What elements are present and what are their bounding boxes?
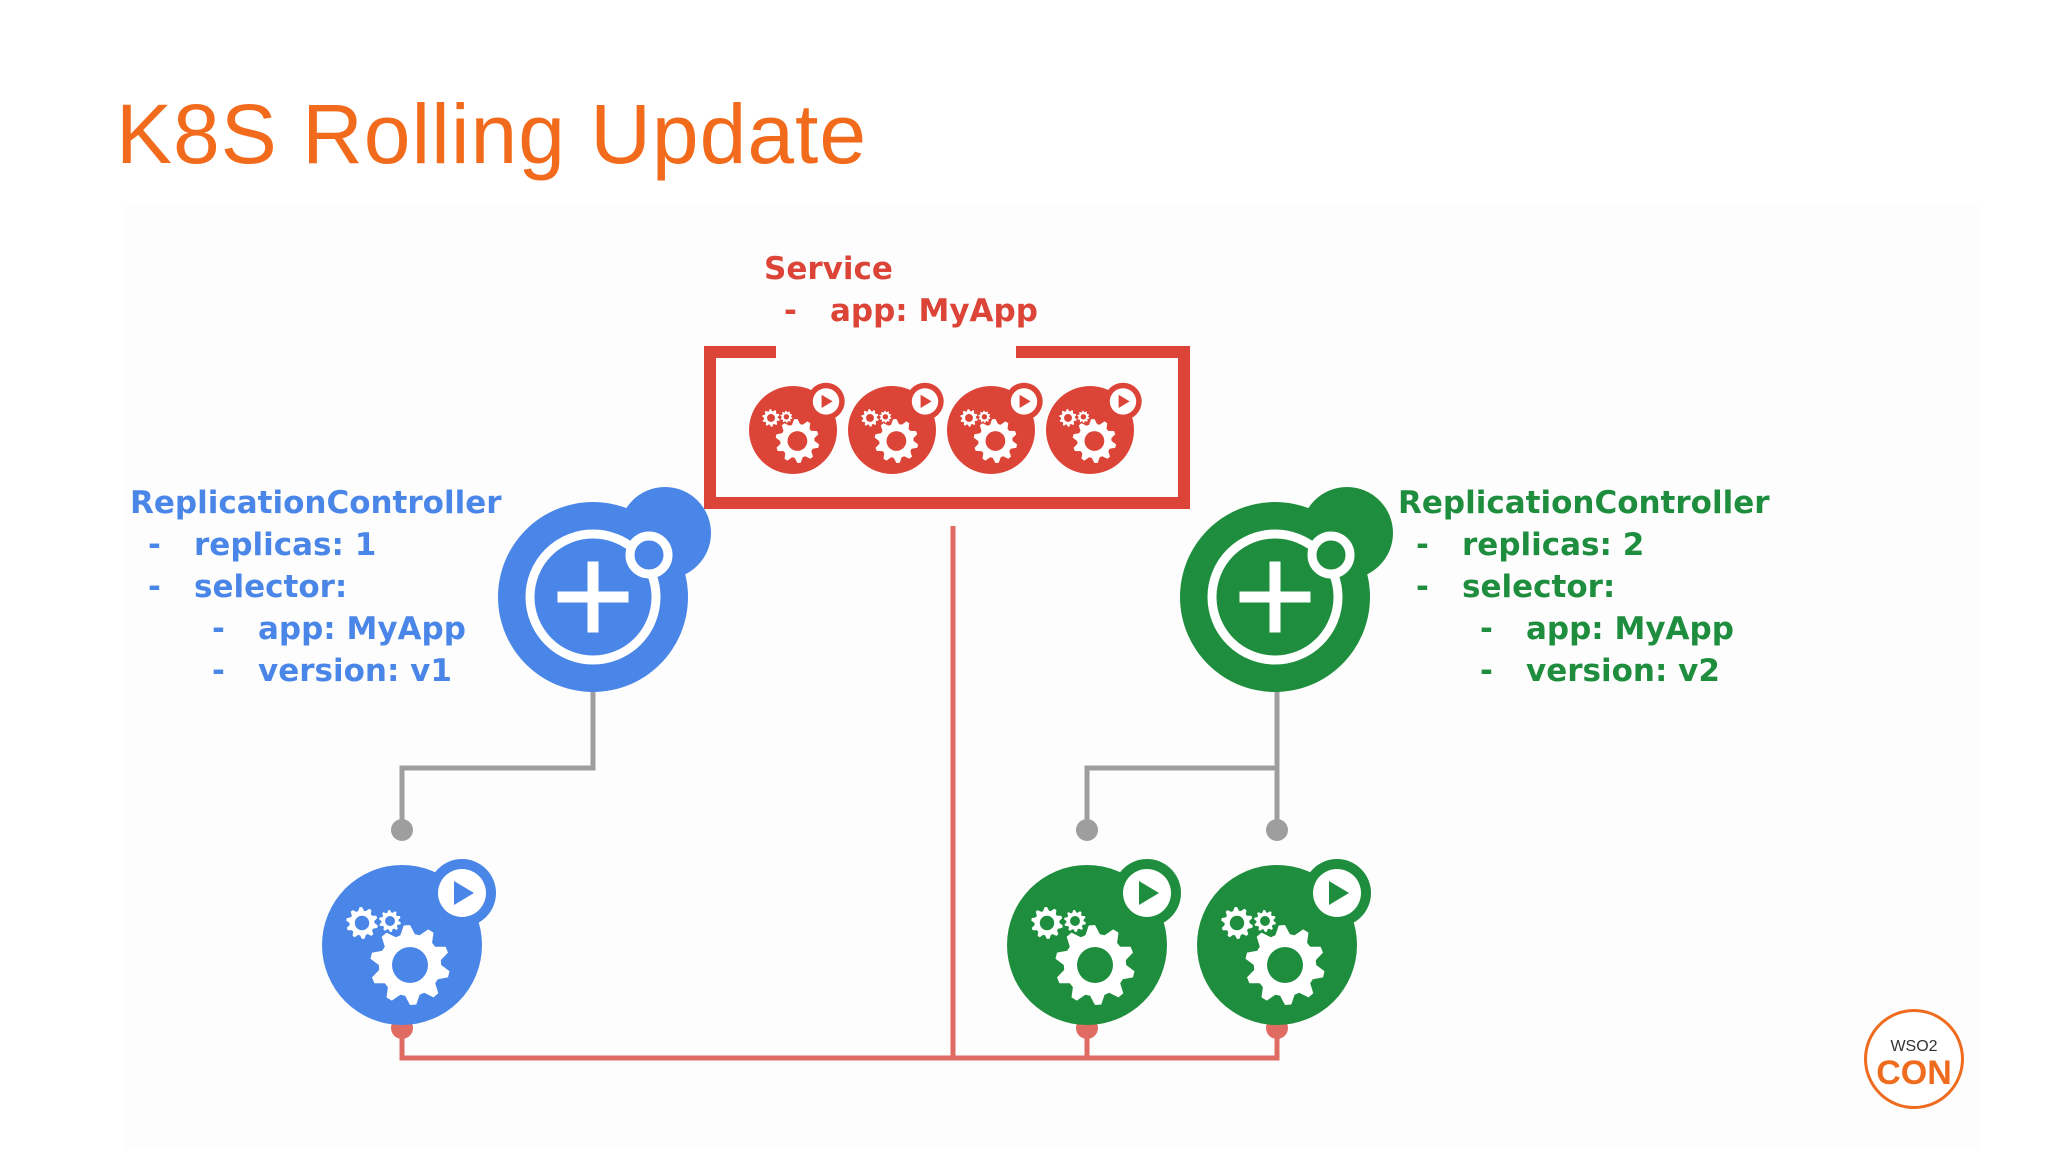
- rc-v2-selector: -selector:: [1416, 569, 1616, 605]
- pods-v1: [322, 859, 496, 1025]
- wso2con-logo: WSO2 CON: [1864, 1009, 1964, 1109]
- rc-v1-app-text: app: MyApp: [258, 611, 466, 647]
- pods-v2: [1007, 859, 1371, 1025]
- service-pods: [749, 382, 1142, 474]
- plus-icon: [1239, 561, 1311, 633]
- rc-v2-label: ReplicationController -replicas: 2 -sele…: [1398, 482, 1770, 692]
- play-icon: [1139, 881, 1159, 905]
- replication-controller-v2-icon: [1180, 487, 1393, 692]
- service-box: [704, 346, 1190, 509]
- service-pod: [1046, 382, 1142, 474]
- play-icon: [821, 394, 833, 408]
- rc-v1-selector-version: -version: v1: [212, 653, 452, 689]
- service-label: Service -app: MyApp: [764, 248, 1038, 332]
- play-icon: [1019, 394, 1031, 408]
- rc-v2-replicas-text: replicas: 2: [1462, 527, 1645, 563]
- play-icon: [454, 881, 474, 905]
- rc-v1-selector-text: selector:: [194, 569, 348, 605]
- play-icon: [1329, 881, 1349, 905]
- play-icon: [1118, 394, 1130, 408]
- rc-v1-selector: -selector:: [148, 569, 348, 605]
- service-title: Service: [764, 251, 893, 287]
- rc-v2-title: ReplicationController: [1398, 485, 1770, 521]
- service-pod: [947, 382, 1043, 474]
- rc-v1-replicas: -replicas: 1: [148, 527, 377, 563]
- slide-title: K8S Rolling Update: [116, 87, 868, 181]
- rc-v1-title: ReplicationController: [130, 485, 502, 521]
- service-pod: [749, 382, 845, 474]
- replication-controller-v1-icon: [498, 487, 711, 692]
- service-pod: [848, 382, 944, 474]
- rc-v2-version-text: version: v2: [1526, 653, 1720, 689]
- pod-v2: [1007, 859, 1181, 1025]
- rc-connector-lines: [391, 690, 1288, 841]
- rc-v1-selector-app: -app: MyApp: [212, 611, 466, 647]
- pod-v1: [322, 859, 496, 1025]
- service-selector-text: app: MyApp: [830, 293, 1038, 329]
- rc-v2-replicas: -replicas: 2: [1416, 527, 1645, 563]
- rc-v2-app-text: app: MyApp: [1526, 611, 1734, 647]
- service-selector-line: -app: MyApp: [784, 293, 1038, 329]
- logo-top-text: WSO2: [1890, 1038, 1938, 1055]
- play-icon: [920, 394, 932, 408]
- logo-bottom-text: CON: [1876, 1054, 1952, 1092]
- rc-v1-version-text: version: v1: [258, 653, 452, 689]
- pod-v2: [1197, 859, 1371, 1025]
- plus-icon: [557, 561, 629, 633]
- rc-v2-selector-version: -version: v2: [1480, 653, 1720, 689]
- rc-v2-selector-text: selector:: [1462, 569, 1616, 605]
- rc-v1-label: ReplicationController -replicas: 1 -sele…: [130, 482, 502, 692]
- rc-v2-selector-app: -app: MyApp: [1480, 611, 1734, 647]
- rc-v1-replicas-text: replicas: 1: [194, 527, 377, 563]
